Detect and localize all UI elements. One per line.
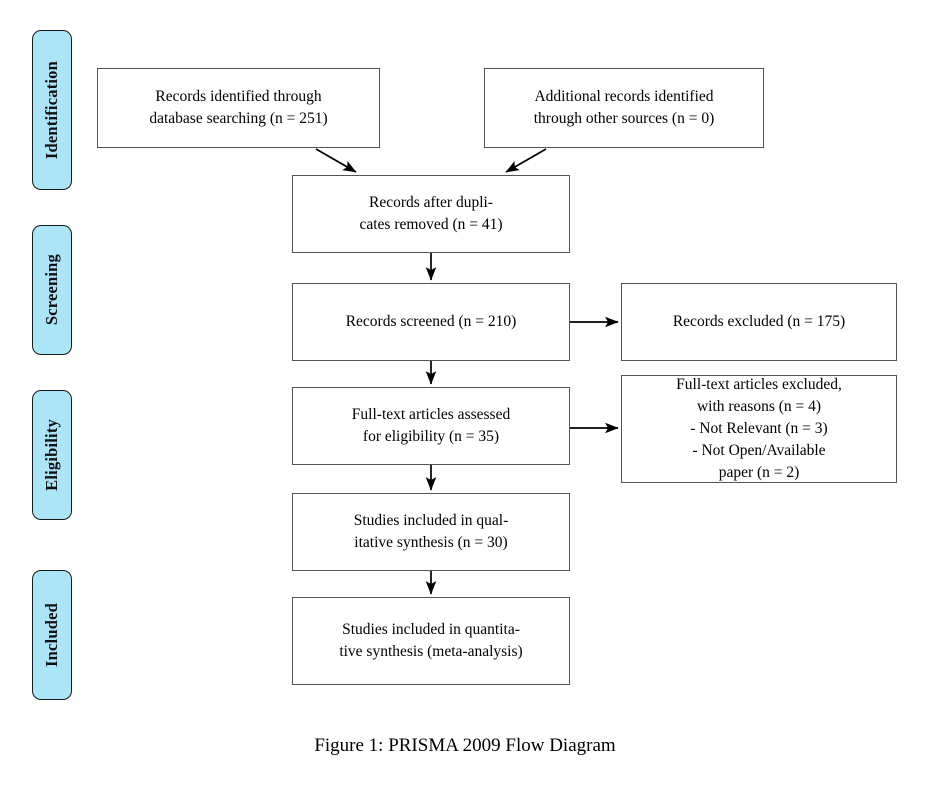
flow-box-text: Studies included in qual- itative synthe… (353, 512, 509, 551)
stage-label-text: Included (42, 603, 61, 667)
stage-label-text: Identification (42, 60, 61, 160)
flow-box-full-text-assessed: Full-text articles assessed for eligibil… (292, 387, 570, 465)
flow-box-text: Full-text articles excluded, with reason… (676, 376, 842, 481)
flow-box-records-screened: Records screened (n = 210) (292, 283, 570, 361)
flow-box-records-identified-database: Records identified through database sear… (97, 68, 380, 148)
flow-box-text: Records identified through database sear… (149, 88, 328, 127)
flow-box-records-after-duplicates: Records after dupli- cates removed (n = … (292, 175, 570, 253)
flow-box-records-excluded: Records excluded (n = 175) (621, 283, 897, 361)
figure-caption: Figure 1: PRISMA 2009 Flow Diagram (314, 735, 616, 756)
flow-box-full-text-excluded: Full-text articles excluded, with reason… (621, 375, 897, 483)
flow-box-text: Additional records identified through ot… (533, 88, 715, 127)
flow-box-additional-records-other-sources: Additional records identified through ot… (484, 68, 764, 148)
stage-label-eligibility: Eligibility (32, 390, 72, 520)
flow-box-text: Records screened (n = 210) (345, 313, 517, 330)
flow-box-text: Studies included in quantita- tive synth… (339, 621, 523, 660)
flow-box-qualitative-synthesis: Studies included in qual- itative synthe… (292, 493, 570, 571)
stage-label-text: Eligibility (42, 419, 61, 491)
flow-box-text: Full-text articles assessed for eligibil… (351, 406, 511, 445)
stage-label-identification: Identification (32, 30, 72, 190)
stage-label-text: Screening (42, 254, 61, 326)
arrow-other-sources-to-dedup (505, 148, 547, 173)
flow-box-text: Records excluded (n = 175) (672, 313, 846, 330)
stage-label-screening: Screening (32, 225, 72, 355)
arrow-db-records-to-dedup (315, 148, 357, 173)
stage-label-included: Included (32, 570, 72, 700)
flow-box-quantitative-synthesis: Studies included in quantita- tive synth… (292, 597, 570, 685)
flow-box-text: Records after dupli- cates removed (n = … (359, 194, 503, 233)
